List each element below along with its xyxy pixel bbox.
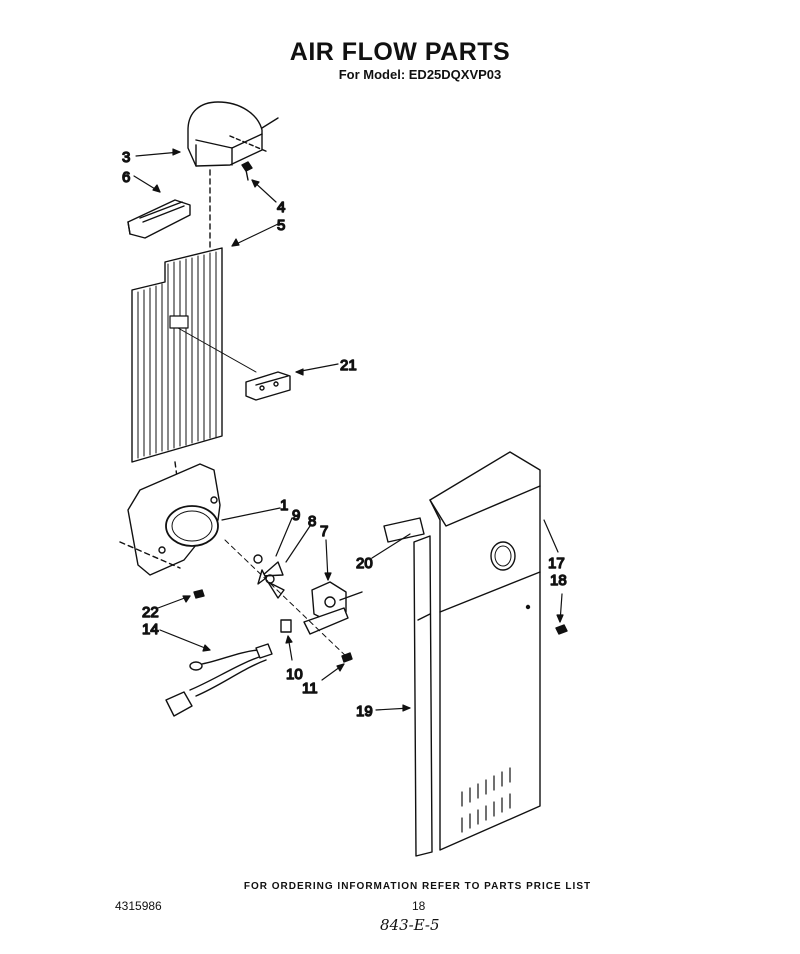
- leader-lines: [133, 148, 564, 712]
- callout-5: 5: [277, 217, 285, 234]
- part-22-screw: [193, 589, 205, 599]
- part-17-duct-panel: [429, 451, 541, 851]
- part-19-strip: [413, 535, 433, 857]
- callout-22: 22: [142, 604, 159, 621]
- callout-14: 14: [142, 621, 159, 638]
- callout-7: 7: [320, 523, 328, 540]
- part-21-bracket: [245, 371, 291, 401]
- part-5-baffle: [131, 169, 257, 501]
- page-number: 18: [412, 899, 426, 913]
- part-4-screw: [241, 161, 253, 181]
- part-11-screw: [341, 652, 353, 663]
- part-1-fan-housing: [119, 463, 221, 576]
- part-14-wire-harness: [165, 643, 273, 717]
- callout-9: 9: [292, 507, 300, 524]
- document-code: 4315986: [115, 899, 162, 913]
- callout-18: 18: [550, 572, 567, 589]
- part-20-seal: [383, 517, 425, 543]
- part-9-nut: [253, 554, 263, 564]
- callout-8: 8: [308, 513, 316, 530]
- callout-4: 4: [277, 199, 285, 216]
- callout-10: 10: [286, 666, 303, 683]
- part-8-fan-blade: [257, 561, 285, 599]
- part-6-grille: [127, 199, 191, 239]
- callout-17: 17: [548, 555, 565, 572]
- callout-21: 21: [340, 357, 357, 374]
- callout-6: 6: [122, 169, 130, 186]
- page-title: AIR FLOW PARTS: [289, 38, 511, 66]
- callout-20: 20: [356, 555, 373, 572]
- callout-19: 19: [356, 703, 373, 720]
- handwritten-mark: 843-E-5: [380, 916, 440, 934]
- part-10-grommet: [280, 619, 292, 633]
- part-3-cover: [187, 101, 279, 167]
- callout-3: 3: [122, 149, 130, 166]
- part-18-screw: [555, 624, 568, 635]
- callout-11: 11: [302, 680, 318, 697]
- model-line: For Model: ED25DQXVP03: [338, 67, 502, 82]
- ordering-note: FOR ORDERING INFORMATION REFER TO PARTS …: [243, 881, 592, 892]
- part-7-motor: [224, 539, 363, 661]
- callout-1: 1: [280, 497, 288, 514]
